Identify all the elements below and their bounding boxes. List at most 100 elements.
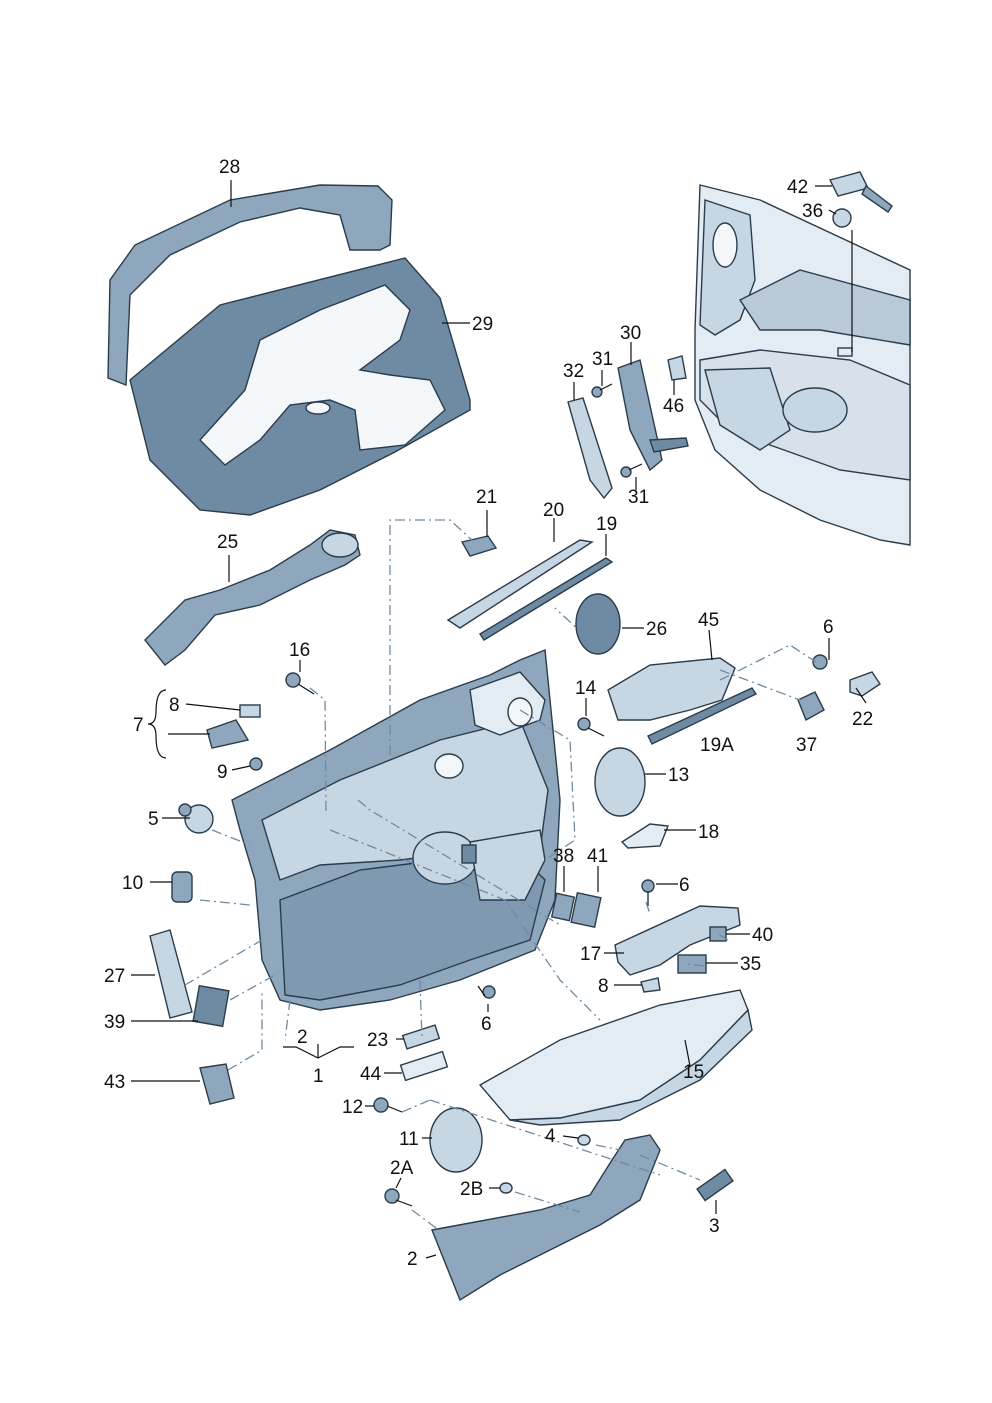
callout-26: 26 <box>646 619 667 640</box>
switch-41-part <box>570 892 602 928</box>
clip-46-part <box>667 355 687 381</box>
callout-45: 45 <box>698 610 719 631</box>
callout-27: 27 <box>104 966 125 987</box>
callout-25: 25 <box>217 532 238 553</box>
callout-20: 20 <box>543 500 564 521</box>
lower-trim-2-part <box>431 1134 661 1302</box>
callout-19A: 19A <box>700 735 734 756</box>
callout-32: 32 <box>563 361 584 382</box>
cap-37-part <box>797 691 825 721</box>
callout-6-mid: 6 <box>679 875 690 896</box>
callout-14: 14 <box>575 678 597 699</box>
callout-16: 16 <box>289 640 310 661</box>
pad-23-part <box>401 1024 441 1050</box>
washer-4-part <box>577 1134 591 1146</box>
switch-38-part <box>550 892 576 922</box>
screw-6-right-part <box>812 654 828 670</box>
strip-19A-part <box>647 687 758 745</box>
screw-9-part <box>249 757 263 771</box>
switch-housing-17-part <box>614 905 741 976</box>
screw-2A-part <box>384 1188 413 1207</box>
speaker-13-part <box>594 747 646 817</box>
screw-16-part <box>285 672 315 695</box>
callout-6-right: 6 <box>823 617 834 638</box>
callout-30: 30 <box>620 323 641 344</box>
callout-13: 13 <box>668 765 689 786</box>
callout-2B: 2B <box>460 1179 483 1200</box>
callout-2-lower: 2 <box>407 1249 418 1270</box>
nut-36-part <box>832 208 852 228</box>
bracket-30-arm <box>649 437 689 453</box>
callout-12: 12 <box>342 1097 363 1118</box>
washer-2B-part <box>499 1182 513 1194</box>
callout-42: 42 <box>787 177 808 198</box>
callout-5: 5 <box>148 809 159 830</box>
badge-3-part <box>696 1168 734 1202</box>
bezel-18-part <box>620 823 669 849</box>
callout-31-top: 31 <box>592 349 613 370</box>
callout-leader-lines <box>131 180 867 1259</box>
clip-8-lower-part <box>640 977 661 993</box>
callout-38: 38 <box>553 846 574 867</box>
callout-8-lower: 8 <box>598 976 609 997</box>
strip-19-part <box>479 557 614 641</box>
switch-40-part <box>709 926 727 942</box>
callout-40: 40 <box>752 925 773 946</box>
callout-36: 36 <box>802 201 823 222</box>
callout-1: 1 <box>313 1066 324 1087</box>
callout-10: 10 <box>122 873 143 894</box>
callout-28: 28 <box>219 157 240 178</box>
installed-door-panel-view <box>694 184 911 546</box>
insulation-29-hole <box>305 401 331 415</box>
callout-15: 15 <box>683 1062 704 1083</box>
callout-43: 43 <box>104 1072 125 1093</box>
callout-35: 35 <box>740 954 761 975</box>
insulation-29-cutout <box>199 284 446 466</box>
bracket-7-part <box>206 719 250 749</box>
screw-12-part <box>373 1097 403 1113</box>
callout-9: 9 <box>217 762 228 783</box>
callout-46: 46 <box>663 396 684 417</box>
callout-11: 11 <box>399 1129 419 1150</box>
clip-5-part <box>178 803 214 834</box>
air-duct-25-part <box>144 529 361 666</box>
key-42-part <box>828 171 893 213</box>
armrest-15-shade <box>509 1008 753 1126</box>
callout-21: 21 <box>476 487 497 508</box>
callout-31-bottom: 31 <box>628 487 649 508</box>
callout-7: 7 <box>133 715 144 736</box>
vent-27-part <box>149 929 193 1019</box>
callout-6-low: 6 <box>481 1014 492 1035</box>
assembly-dash-lines <box>184 519 817 1229</box>
callout-3: 3 <box>709 1216 720 1237</box>
callout-18: 18 <box>698 822 719 843</box>
handle-45-part <box>607 657 736 721</box>
clip-8-upper-part <box>239 704 261 718</box>
callout-19: 19 <box>596 514 617 535</box>
callout-23: 23 <box>367 1030 388 1051</box>
callout-8-upper: 8 <box>169 695 180 716</box>
speaker-11-part <box>429 1107 483 1173</box>
screw-31-bottom-part <box>620 463 643 478</box>
speaker-grille-26-part <box>575 593 621 655</box>
callout-22: 22 <box>852 709 873 730</box>
callout-41: 41 <box>587 846 608 867</box>
screw-6-low-part <box>477 985 496 999</box>
trim-20-part <box>446 539 594 629</box>
screw-14-part <box>577 717 605 737</box>
top-trim-28-part <box>107 184 393 387</box>
callout-17: 17 <box>580 944 601 965</box>
switch-39-part <box>192 984 230 1028</box>
switch-35-part <box>677 954 707 974</box>
block-44-part <box>399 1050 449 1082</box>
door-panel-main-part <box>231 649 561 1011</box>
callout-39: 39 <box>104 1012 125 1033</box>
callout-37: 37 <box>796 735 817 756</box>
screw-6-mid-part <box>641 879 655 906</box>
light-43-part <box>199 1063 235 1105</box>
callout-2-upper: 2 <box>297 1027 308 1048</box>
air-duct-25-vent <box>321 532 359 558</box>
callout-4: 4 <box>545 1126 556 1147</box>
callout-29: 29 <box>472 314 493 335</box>
